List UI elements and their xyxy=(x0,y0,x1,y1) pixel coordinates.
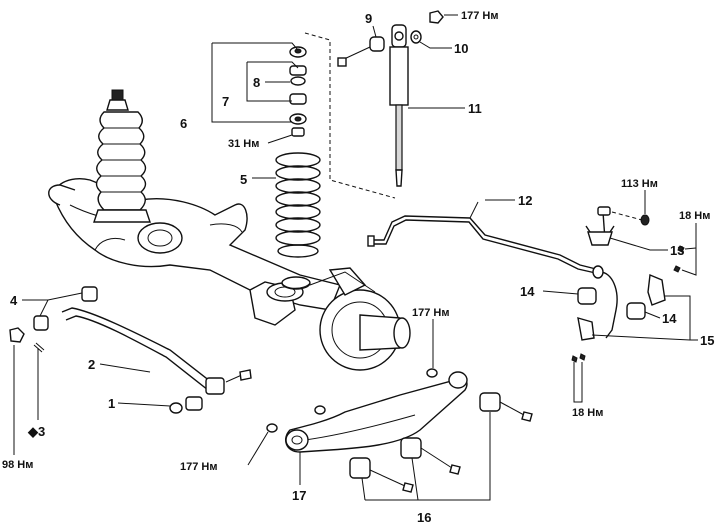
torque-label-bracket-bolts-upper: 18 Нм xyxy=(679,210,710,222)
arm-bushings-bolts xyxy=(349,392,533,493)
callout-13: 13 xyxy=(670,243,684,258)
callout-14-left: 14 xyxy=(520,284,535,299)
callout-6: 6 xyxy=(180,116,187,131)
rear-axle-housing xyxy=(48,178,341,326)
callout-15: 15 xyxy=(700,333,714,348)
torque-label-mount-nut: 31 Нм xyxy=(228,138,259,150)
brake-drum-hub xyxy=(309,267,411,371)
callout-3: ◆3 xyxy=(27,424,45,439)
leader-lines xyxy=(13,14,698,501)
callout-1: 1 xyxy=(108,396,115,411)
bump-stop-boot xyxy=(93,89,151,223)
torque-label-arm-nut-upper: 177 Нм xyxy=(412,307,450,319)
lower-control-arm xyxy=(266,368,468,453)
callout-11: 11 xyxy=(468,101,482,116)
torque-label-link-nut: 113 Нм xyxy=(621,178,658,190)
torque-label-shock-nut: 177 Нм xyxy=(461,10,499,22)
lateral-rod xyxy=(33,286,252,414)
callout-16: 16 xyxy=(417,510,431,525)
torque-label-bracket-bolts-lower: 18 Нм xyxy=(572,407,603,419)
torque-label-arm-nut-lower: 177 Нм xyxy=(180,461,218,473)
shock-mount-parts xyxy=(289,46,307,137)
callout-8: 8 xyxy=(253,75,260,90)
stabilizer-bar xyxy=(367,215,618,339)
callout-7: 7 xyxy=(222,94,229,109)
stabilizer-bushings-brackets xyxy=(571,245,685,363)
callout-5: 5 xyxy=(240,172,247,187)
callout-2: 2 xyxy=(88,357,95,372)
callout-17: 17 xyxy=(292,488,306,503)
shock-absorber xyxy=(337,10,444,187)
torque-label-rod-nut: 98 Нм xyxy=(2,459,33,471)
stabilizer-link xyxy=(585,206,650,246)
callout-4: 4 xyxy=(10,293,18,308)
coil-spring xyxy=(275,152,321,290)
callout-14-right: 14 xyxy=(662,311,677,326)
callout-12: 12 xyxy=(518,193,532,208)
callout-9: 9 xyxy=(365,11,372,26)
nut-and-cotter-pin xyxy=(9,327,45,353)
callout-10: 10 xyxy=(454,41,468,56)
